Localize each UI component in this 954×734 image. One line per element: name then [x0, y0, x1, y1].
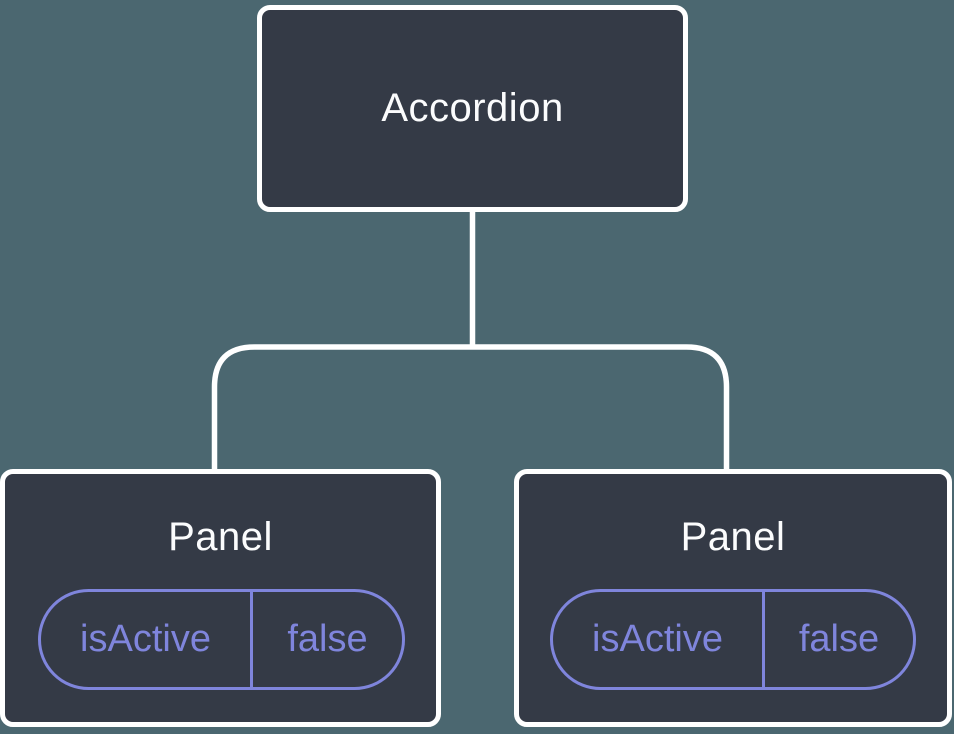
connector-branch [211, 344, 730, 472]
state-pill: isActive false [550, 589, 916, 690]
panel-node-label: Panel [680, 515, 786, 559]
accordion-node-label: Accordion [381, 86, 564, 130]
state-pill: isActive false [38, 589, 405, 690]
panel-node-right: Panel isActive false [514, 469, 952, 727]
state-value-label: false [798, 618, 880, 660]
state-key-label: isActive [553, 592, 765, 687]
accordion-node: Accordion [257, 5, 688, 212]
state-key-label: isActive [41, 592, 253, 687]
panel-node-left: Panel isActive false [0, 469, 441, 727]
panel-node-label: Panel [168, 515, 273, 559]
state-value-label: false [287, 618, 368, 660]
